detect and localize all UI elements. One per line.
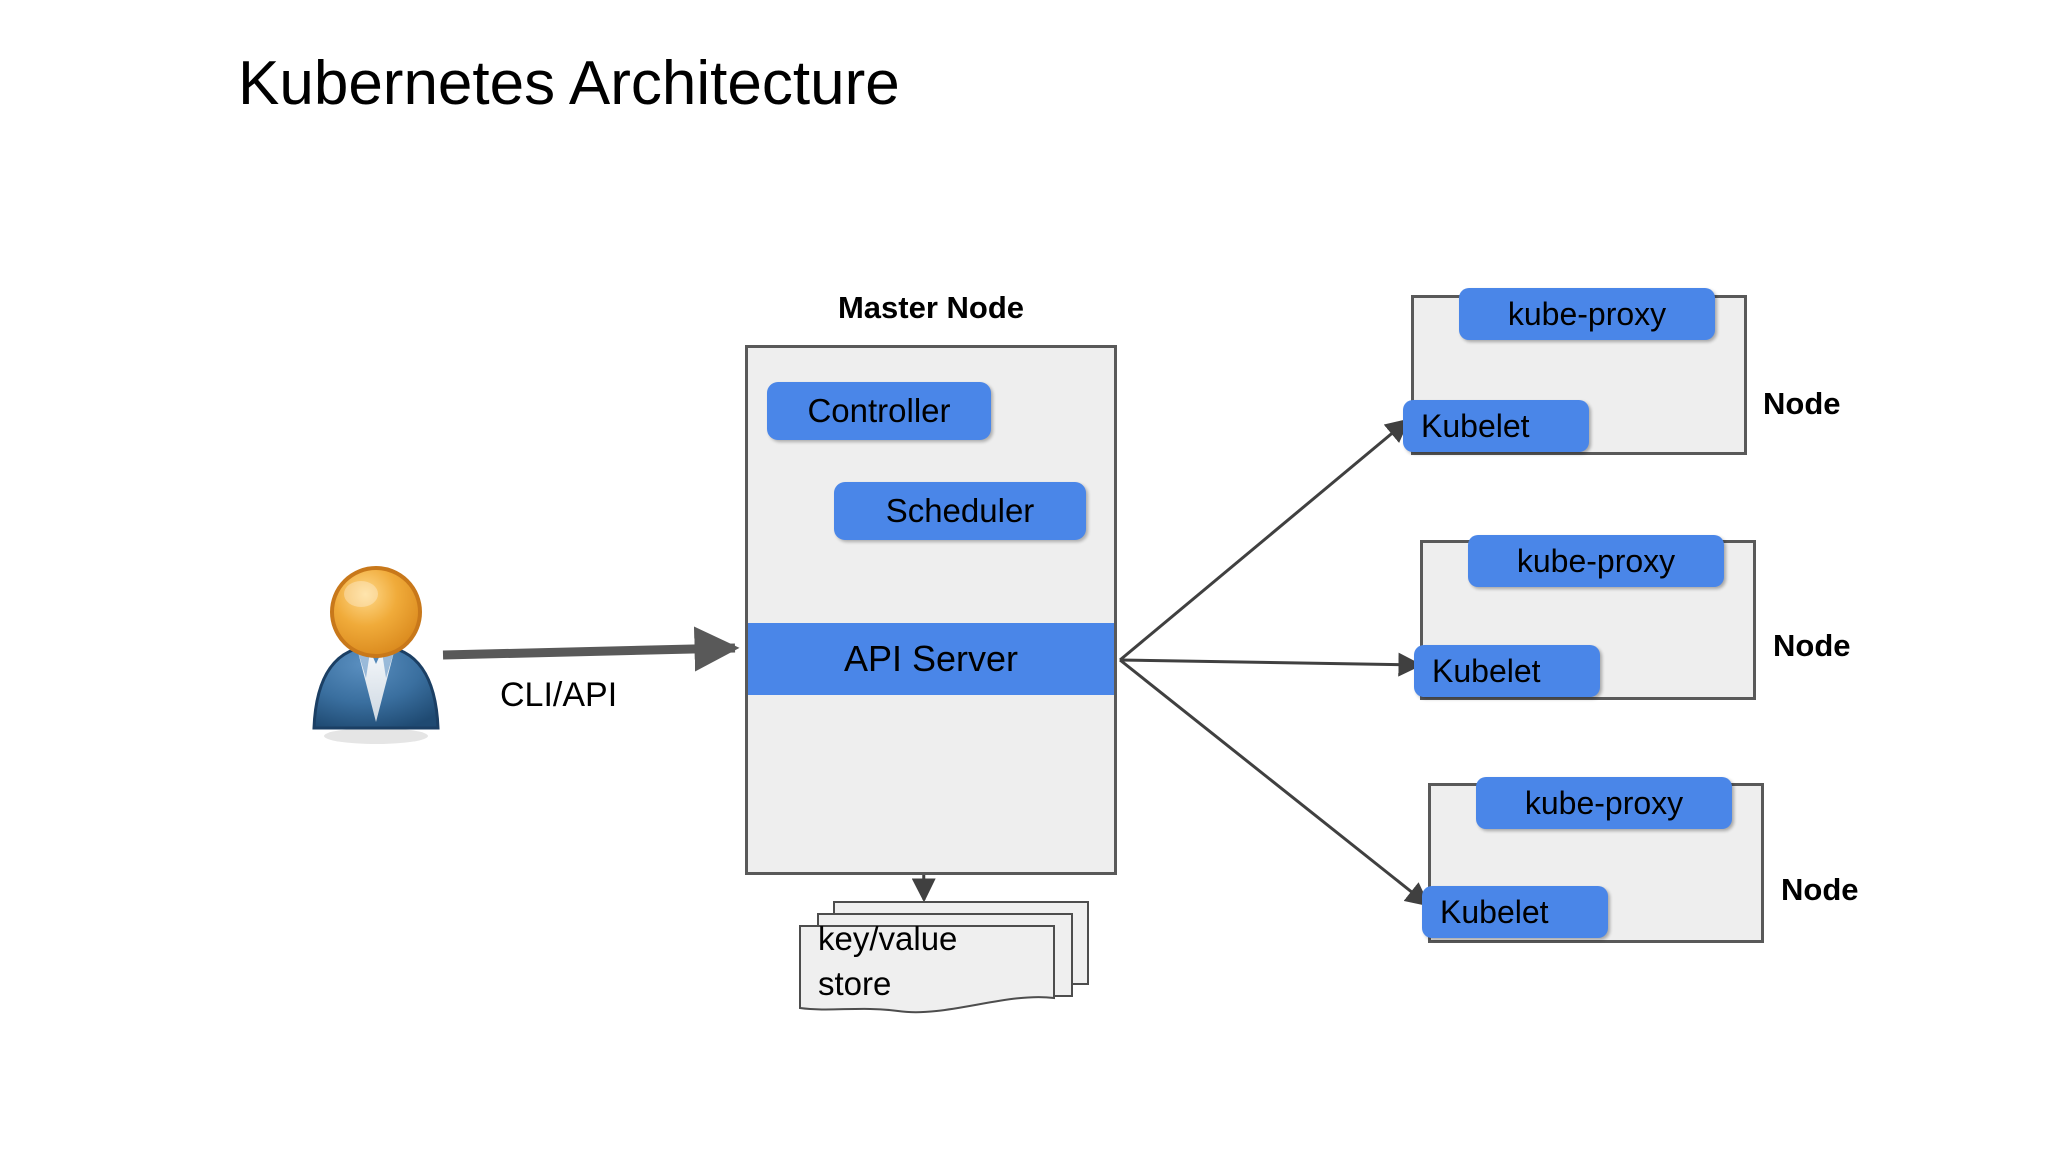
key-value-store[interactable]: key/value store bbox=[796, 898, 1096, 1016]
kube-proxy-label: kube-proxy bbox=[1524, 784, 1684, 821]
worker-node-3-kubelet[interactable]: Kubelet bbox=[1422, 886, 1608, 938]
scheduler-component[interactable]: Scheduler bbox=[834, 482, 1086, 540]
controller-component[interactable]: Controller bbox=[767, 382, 991, 440]
kvstore-line-1: key/value bbox=[818, 920, 958, 957]
worker-node-1-label: Node bbox=[1763, 386, 1841, 421]
kvstore-line-2: store bbox=[818, 965, 892, 1002]
page-title: Kubernetes Architecture bbox=[238, 49, 900, 118]
kubelet-label: Kubelet bbox=[1440, 893, 1549, 930]
kubelet-label: Kubelet bbox=[1421, 407, 1530, 444]
worker-node-3-kube-proxy[interactable]: kube-proxy bbox=[1476, 777, 1732, 829]
user-icon bbox=[306, 560, 446, 745]
worker-node-2-label: Node bbox=[1773, 628, 1851, 663]
kube-proxy-label: kube-proxy bbox=[1516, 542, 1676, 579]
arrow-api-to-node-2 bbox=[1119, 652, 1423, 677]
cli-api-label: CLI/API bbox=[500, 676, 618, 714]
kubelet-label: Kubelet bbox=[1432, 652, 1541, 689]
arrow-api-to-node-3 bbox=[1119, 658, 1430, 907]
scheduler-label: Scheduler bbox=[885, 492, 1035, 529]
arrow-api-to-node-1 bbox=[1119, 418, 1410, 662]
key-value-store-label: key/value store bbox=[818, 916, 1028, 1006]
api-server-label: API Server bbox=[843, 638, 1019, 679]
master-node-label: Master Node bbox=[837, 290, 1025, 325]
controller-label: Controller bbox=[807, 392, 951, 429]
kube-proxy-label: kube-proxy bbox=[1507, 295, 1667, 332]
api-server-component[interactable]: API Server bbox=[748, 623, 1114, 695]
worker-node-1-kube-proxy[interactable]: kube-proxy bbox=[1459, 288, 1715, 340]
worker-node-1-kubelet[interactable]: Kubelet bbox=[1403, 400, 1589, 452]
worker-node-3-label: Node bbox=[1781, 872, 1859, 907]
worker-node-2-kubelet[interactable]: Kubelet bbox=[1414, 645, 1600, 697]
arrow-user-to-api bbox=[442, 626, 740, 672]
worker-node-2-kube-proxy[interactable]: kube-proxy bbox=[1468, 535, 1724, 587]
